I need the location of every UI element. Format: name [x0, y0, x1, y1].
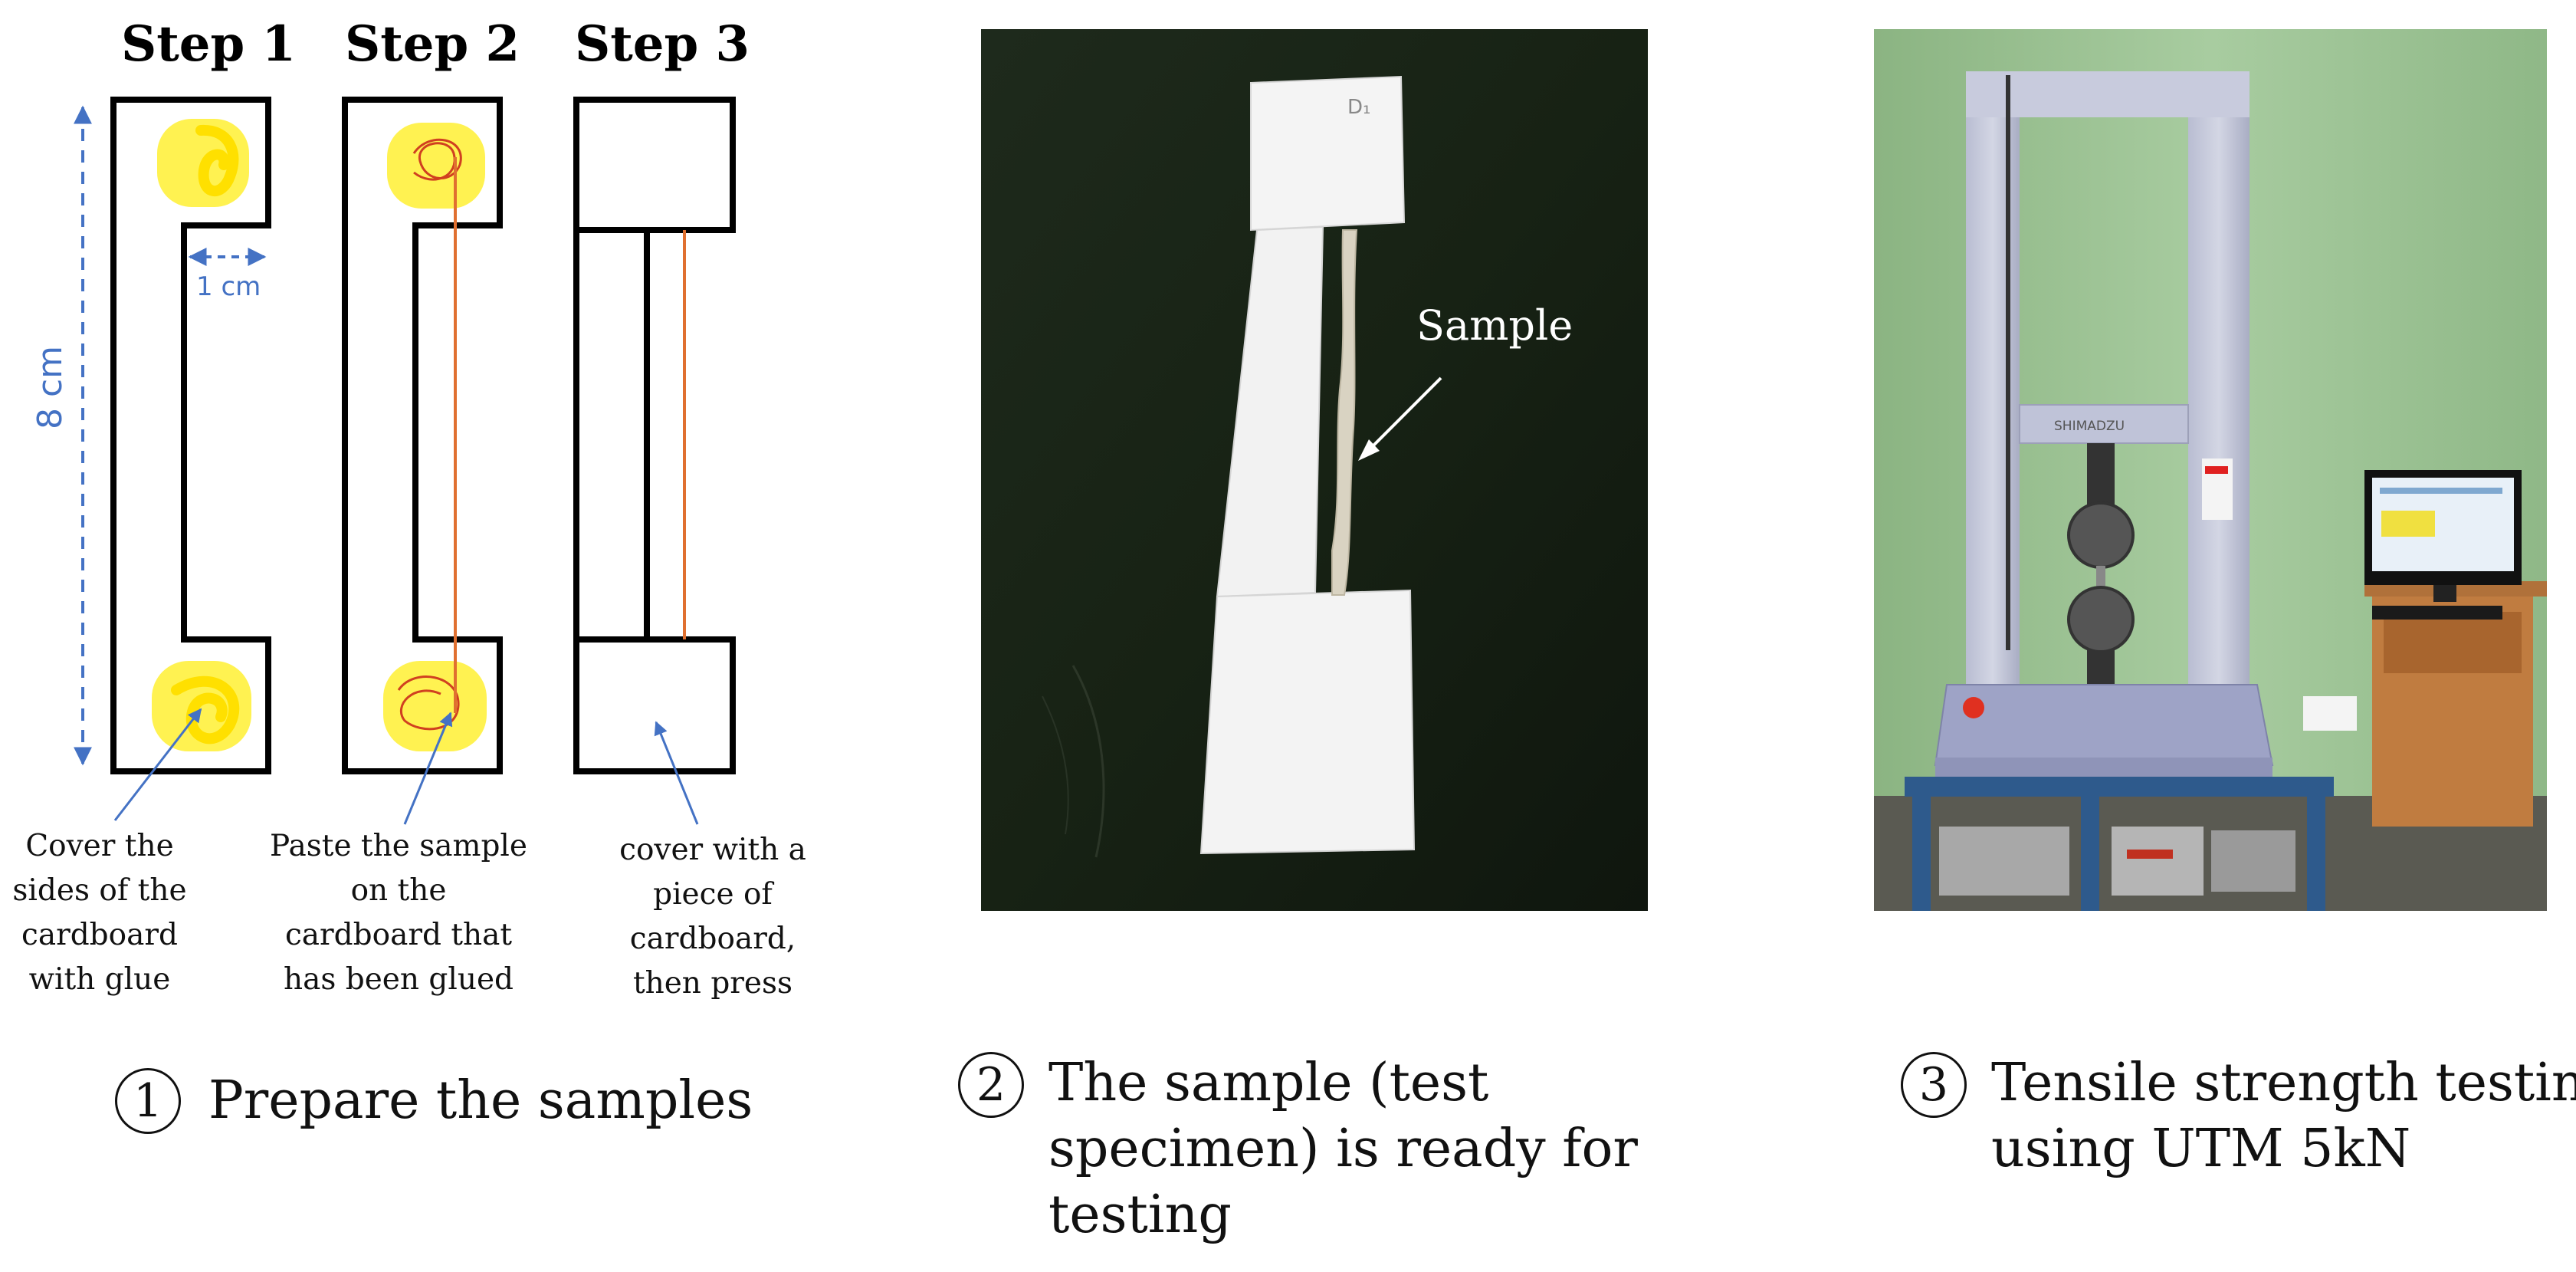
sample-photo: D₁ Sample [981, 29, 1648, 911]
step-2-title: Step 2 [345, 15, 520, 73]
step-1-title: Step 1 [121, 15, 297, 73]
step-2-caption: Paste the sample on the cardboard that h… [270, 829, 527, 997]
label-3-line-2: using UTM 5kN [1991, 1119, 2411, 1179]
step-3-caption: cover with a piece of cardboard, then pr… [619, 833, 806, 1001]
label-2: 2 The sample (test specimen) is ready fo… [958, 1050, 1648, 1257]
step-1-cardboard [110, 97, 271, 774]
label-1: 1 Prepare the samples [115, 1068, 805, 1145]
step-1-glue-top [157, 119, 249, 207]
number-circle-2: 2 [958, 1052, 1024, 1118]
utm-machine-photo: SHIMADZU [1874, 29, 2547, 911]
width-label: 1 cm [196, 271, 261, 302]
step-1-glue-bottom [152, 661, 251, 751]
label-1-line-1: Prepare the samples [208, 1070, 753, 1131]
length-label: 8 cm [31, 345, 70, 429]
label-2-line-2: specimen) is ready for [1048, 1119, 1638, 1179]
steps-diagram [74, 97, 736, 825]
label-3-line-1: Tensile strength testing [1991, 1053, 2576, 1113]
svg-text:D₁: D₁ [1347, 96, 1370, 119]
label-2-line-1: The sample (test [1048, 1053, 1489, 1113]
machine-brand-text: SHIMADZU [2054, 419, 2125, 434]
step-3-cardboard [573, 97, 736, 774]
sample-label: Sample [1416, 301, 1573, 350]
caption-arrows [113, 708, 699, 825]
step-1-caption: Cover the sides of the cardboard with gl… [12, 829, 187, 997]
label-3: 3 Tensile strength testing using UTM 5kN [1901, 1050, 2576, 1188]
number-circle-1: 1 [115, 1068, 181, 1134]
step-2-cardboard [342, 97, 503, 774]
step-3-title: Step 3 [575, 15, 750, 73]
label-2-line-3: testing [1048, 1185, 1232, 1245]
number-circle-3: 3 [1901, 1052, 1967, 1118]
